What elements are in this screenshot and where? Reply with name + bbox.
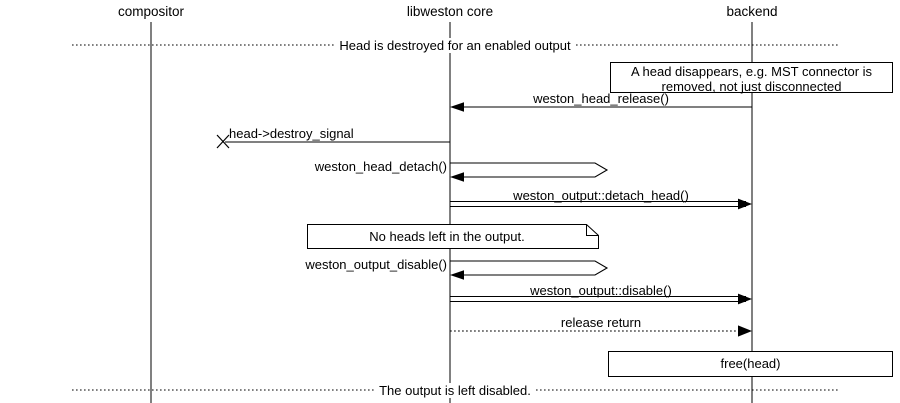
note-mst-connector-line2: removed, not just disconnected [661, 79, 842, 94]
message-release-return [450, 325, 752, 337]
note-mst-connector [610, 62, 893, 93]
note-mst-connector-line1: A head disappears, e.g. MST connector is [630, 64, 873, 79]
message-weston-head-detach-self [450, 162, 609, 182]
note-no-heads-left-text: No heads left in the output. [369, 229, 525, 244]
message-weston-head-release [450, 102, 752, 112]
message-weston-output-disable-self [450, 260, 609, 280]
message-head-destroy-signal [216, 134, 450, 149]
separator-lines [72, 44, 838, 391]
participant-label-libweston-core[interactable]: libweston core [406, 4, 494, 19]
note-no-heads-left [307, 224, 599, 249]
participant-label-compositor[interactable]: compositor [117, 4, 185, 19]
message-label-head-destroy-signal: head->destroy_signal [229, 126, 354, 141]
message-weston-output-disable-backend [450, 293, 752, 305]
message-label-weston-output-disable-backend: weston_output::disable() [530, 283, 672, 298]
message-label-weston-head-detach: weston_head_detach() [314, 159, 447, 174]
message-label-release-return: release return [560, 315, 642, 330]
box-free-head-text: free(head) [720, 356, 781, 371]
separator-label-top: Head is destroyed for an enabled output [335, 38, 575, 53]
participant-label-backend[interactable]: backend [726, 4, 778, 19]
message-label-weston-output-detach-head: weston_output::detach_head() [513, 188, 689, 203]
message-label-weston-head-release: weston_head_release() [533, 91, 669, 106]
note-mst-connector-text: A head disappears, e.g. MST connector is… [611, 64, 892, 94]
separator-label-bottom: The output is left disabled. [375, 383, 535, 398]
box-free-head [608, 351, 893, 377]
message-weston-output-detach-head [450, 198, 752, 210]
message-label-weston-output-disable: weston_output_disable() [305, 257, 447, 272]
